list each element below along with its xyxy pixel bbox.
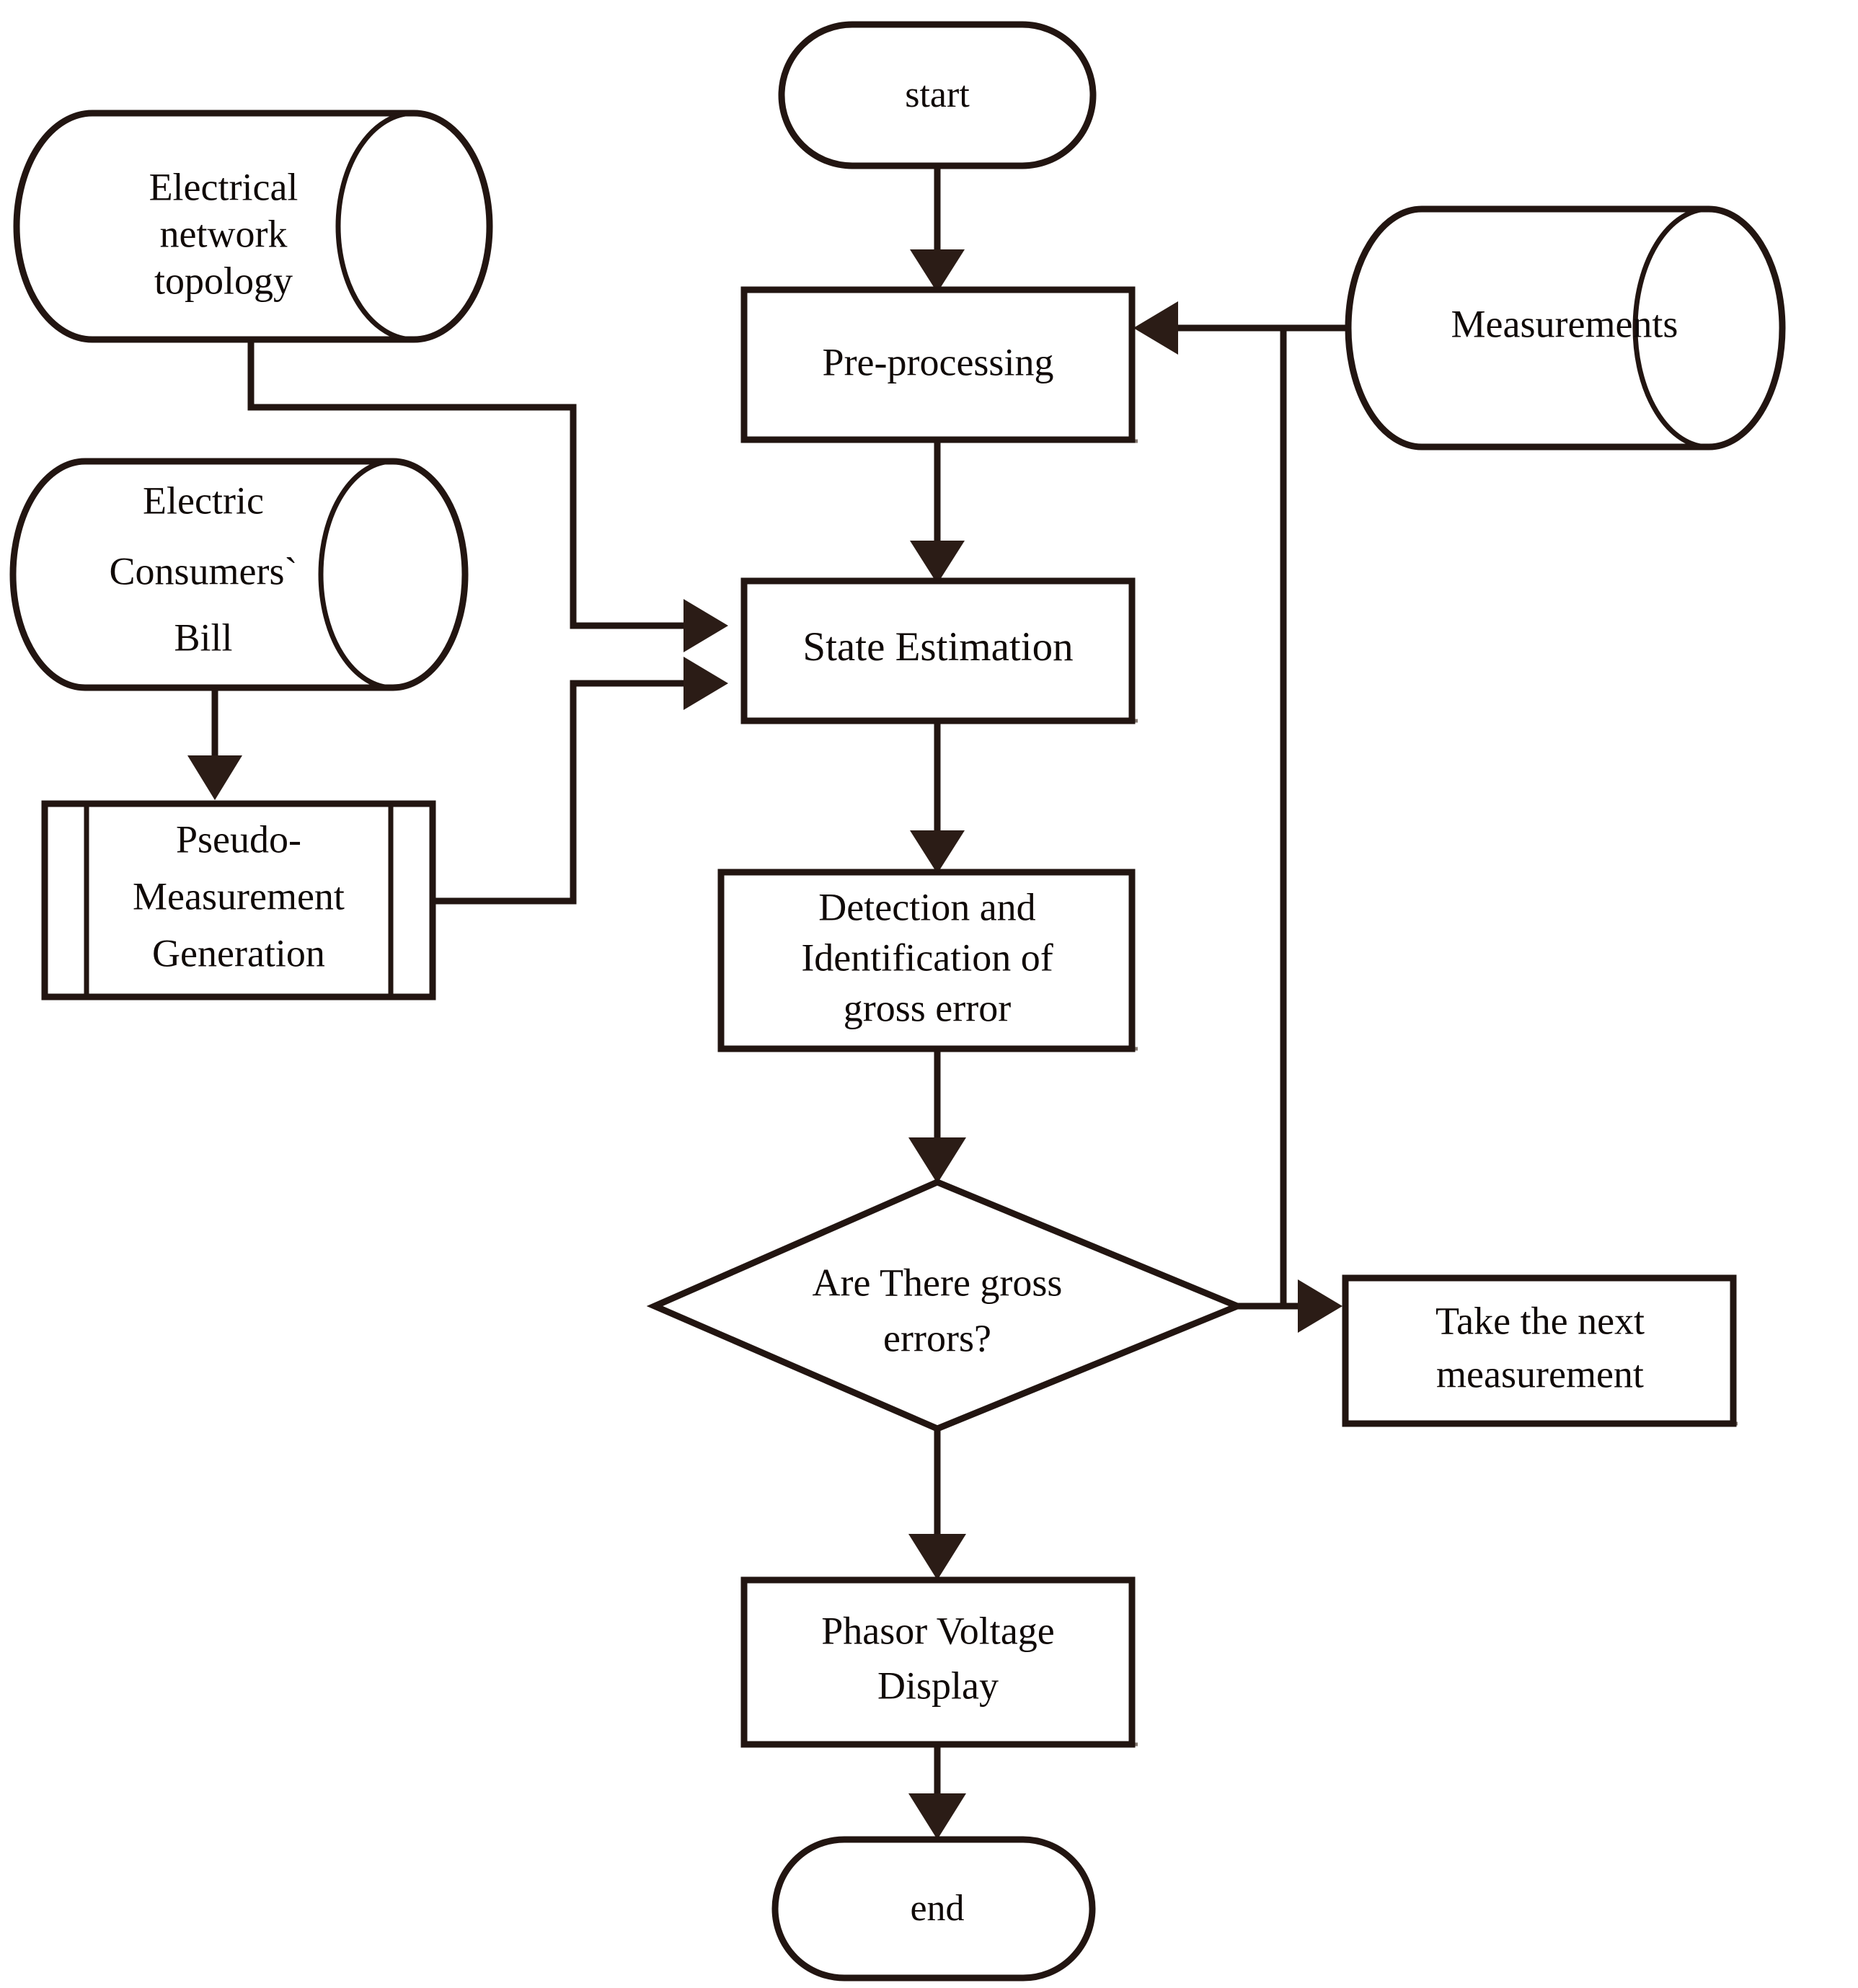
node-topology-line-2: network bbox=[160, 212, 288, 255]
edge-decision-to-phasorvoltage bbox=[908, 1427, 966, 1580]
node-detection-identification[interactable]: Detection and Identification of gross er… bbox=[717, 869, 1138, 1052]
node-state-estimation[interactable]: State Estimation bbox=[740, 577, 1138, 724]
node-bill-line-1: Electric bbox=[143, 479, 264, 522]
node-topology-line-1: Electrical bbox=[149, 165, 298, 208]
node-electric-consumers-bill[interactable]: Electric Consumers` Bill bbox=[9, 458, 469, 691]
node-detection-line-1: Detection and bbox=[818, 885, 1035, 928]
node-preprocessing-label: Pre-processing bbox=[823, 340, 1054, 383]
node-electrical-network-topology[interactable]: Electrical network topology bbox=[13, 110, 493, 343]
node-detection-line-2: Identification of bbox=[801, 936, 1053, 979]
node-bill-line-3: Bill bbox=[174, 616, 232, 659]
edge-bill-to-pseudomeasurement bbox=[187, 688, 242, 800]
node-phasor-line-2: Display bbox=[877, 1664, 999, 1707]
node-phasor-line-1: Phasor Voltage bbox=[821, 1609, 1055, 1652]
edge-decision-to-takenext bbox=[1237, 1279, 1342, 1333]
node-bill-line-2: Consumers` bbox=[110, 549, 298, 593]
node-topology-line-3: topology bbox=[154, 259, 293, 302]
node-pre-processing[interactable]: Pre-processing bbox=[740, 286, 1138, 443]
edge-pseudomeasurement-to-stateestimation bbox=[433, 657, 728, 905]
node-decision-line-2: errors? bbox=[883, 1316, 991, 1359]
node-pseudo-measurement-generation[interactable]: Pseudo- Measurement Generation bbox=[41, 800, 436, 1000]
node-decision-line-1: Are There gross bbox=[813, 1261, 1063, 1304]
node-pseudo-line-1: Pseudo- bbox=[176, 817, 301, 861]
node-start-label: start bbox=[905, 74, 970, 115]
node-takenext-line-1: Take the next bbox=[1435, 1299, 1645, 1342]
node-end[interactable]: end bbox=[771, 1836, 1096, 1982]
node-takenext-line-2: measurement bbox=[1436, 1352, 1644, 1395]
node-measurements-label: Measurements bbox=[1451, 302, 1678, 345]
node-pseudo-line-3: Generation bbox=[152, 931, 325, 975]
node-take-next-measurement[interactable]: Take the next measurement bbox=[1342, 1274, 1738, 1427]
node-detection-line-3: gross error bbox=[844, 986, 1011, 1029]
edge-detection-to-decision bbox=[908, 1049, 966, 1184]
edge-stateestimation-to-detection bbox=[910, 721, 965, 874]
edge-topology-to-stateestimation bbox=[247, 339, 728, 652]
edge-phasorvoltage-to-end bbox=[908, 1744, 966, 1840]
node-phasor-voltage-display[interactable]: Phasor Voltage Display bbox=[740, 1576, 1138, 1748]
node-start[interactable]: start bbox=[778, 21, 1097, 169]
edge-preprocessing-to-stateestimation bbox=[910, 441, 965, 584]
node-pseudo-line-2: Measurement bbox=[133, 874, 345, 918]
node-stateestimation-label: State Estimation bbox=[802, 624, 1073, 670]
edge-start-to-preprocessing bbox=[910, 164, 965, 293]
node-end-label: end bbox=[910, 1888, 964, 1929]
node-measurements[interactable]: Measurements bbox=[1345, 205, 1786, 451]
node-gross-errors-decision[interactable]: Are There gross errors? bbox=[646, 1179, 1246, 1432]
